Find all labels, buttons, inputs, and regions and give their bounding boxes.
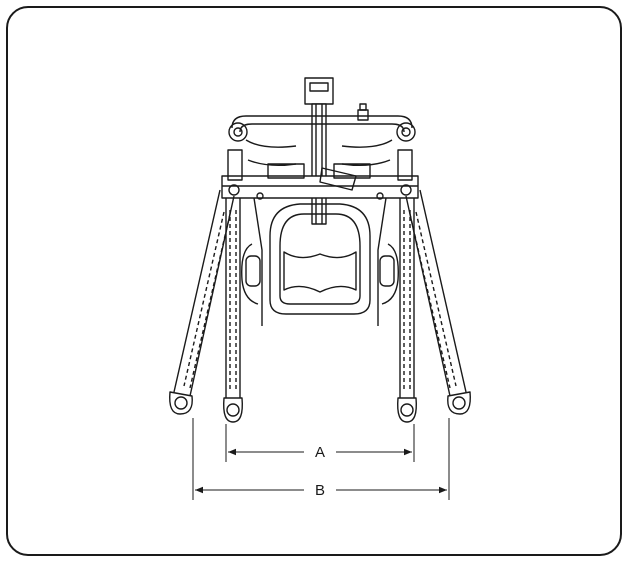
lift-drawing bbox=[169, 77, 471, 423]
dimension-a: A bbox=[228, 444, 412, 461]
seat-cradle bbox=[241, 197, 399, 326]
diagram-frame bbox=[6, 6, 622, 556]
dimension-b-label: B bbox=[315, 482, 325, 499]
inner-leg-right bbox=[397, 198, 417, 423]
inner-leg-left bbox=[223, 198, 243, 423]
mast bbox=[304, 77, 334, 225]
chassis bbox=[221, 149, 419, 200]
dimension-b: B bbox=[195, 482, 447, 499]
dimension-a-label: A bbox=[315, 444, 325, 461]
outer-leg-left bbox=[169, 189, 235, 415]
outer-leg-right bbox=[405, 189, 471, 415]
dimension-extension-lines bbox=[192, 418, 450, 500]
